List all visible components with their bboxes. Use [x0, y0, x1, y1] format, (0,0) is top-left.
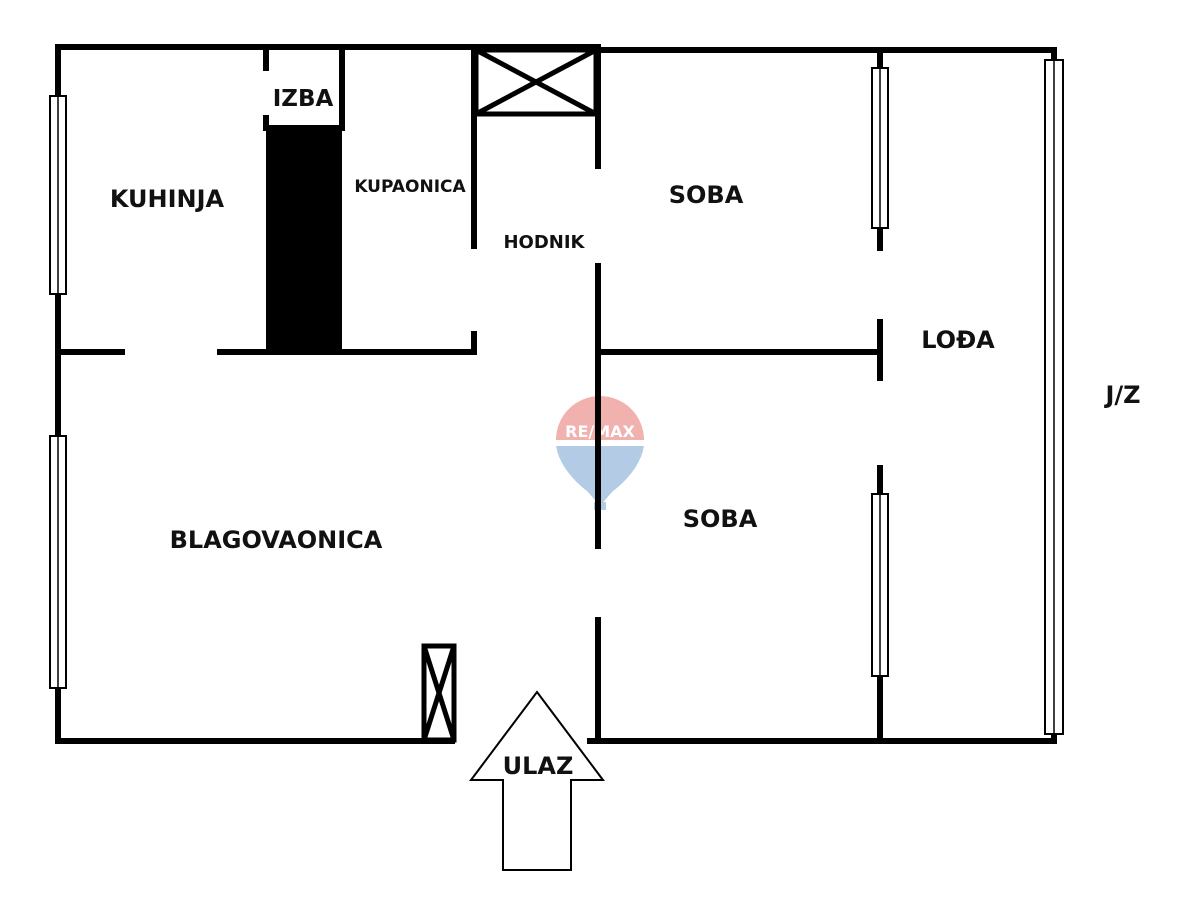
- label-orientation: J/Z: [1103, 381, 1140, 409]
- ventilation-shaft-small: [421, 643, 457, 743]
- label-loda: LOĐA: [921, 326, 995, 354]
- window-room-bottom: [871, 493, 889, 677]
- window-room-top: [871, 67, 889, 229]
- label-soba-bottom: SOBA: [683, 505, 758, 533]
- window-loggia: [1044, 59, 1064, 735]
- window-dining: [49, 435, 67, 689]
- label-blagovaonica: BLAGOVAONICA: [170, 526, 383, 554]
- label-entrance: ULAZ: [503, 752, 574, 780]
- label-soba-top: SOBA: [669, 181, 744, 209]
- outer-walls: [55, 44, 1057, 744]
- ventilation-shaft-top: [473, 47, 599, 117]
- label-kupaonica: KUPAONICA: [354, 177, 466, 197]
- label-hodnik: HODNIK: [503, 232, 585, 253]
- entrance-arrow: [469, 690, 605, 871]
- interior-walls: [55, 44, 883, 744]
- label-kuhinja: KUHINJA: [110, 185, 225, 213]
- chimney-block: [266, 128, 342, 352]
- window-kitchen: [49, 95, 67, 295]
- label-izba: IZBA: [273, 86, 334, 112]
